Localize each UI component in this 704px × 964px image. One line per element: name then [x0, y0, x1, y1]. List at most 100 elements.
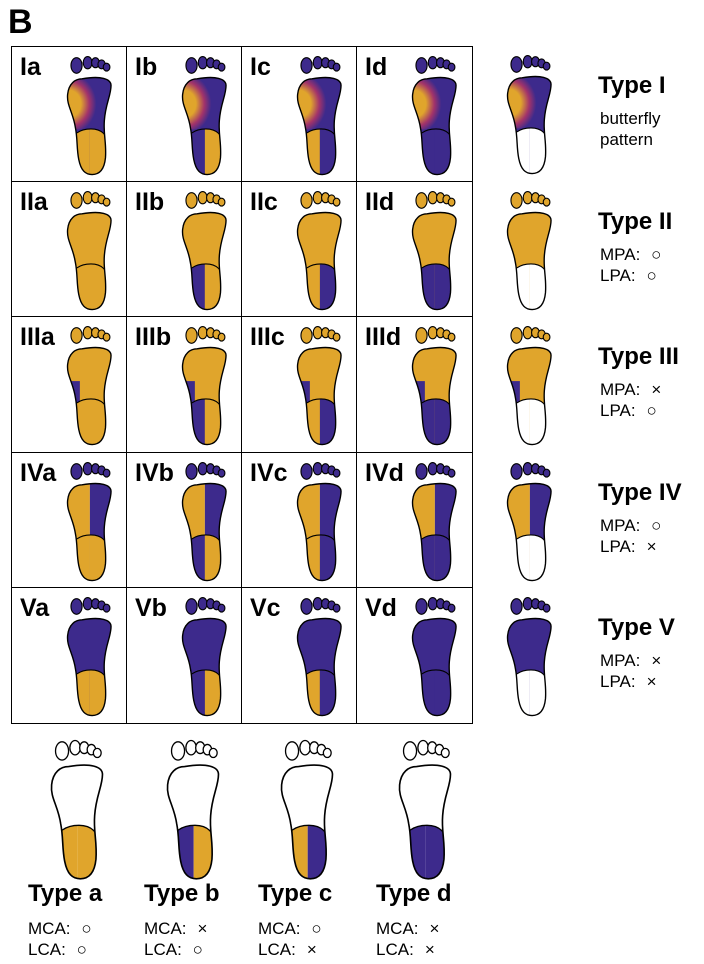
pattern-label: IVb: [135, 459, 174, 487]
pattern-cell: Va: [12, 588, 127, 723]
type-title: Type I: [598, 72, 666, 100]
pattern-cell: Vc: [242, 588, 357, 723]
heel-type-description: MCA:○LCA:×: [258, 918, 378, 960]
type-foot-diagram: [498, 186, 564, 314]
pattern-cell: IId: [357, 182, 472, 317]
pattern-cell: Ic: [242, 47, 357, 182]
type-desc-line: LPA:○: [600, 265, 666, 286]
type-description: MPA:○LPA:○: [600, 244, 666, 286]
type-description: MPA:○LPA:×: [600, 515, 666, 557]
type-foot-diagram: [498, 321, 564, 449]
pattern-cell: IVd: [357, 453, 472, 588]
pattern-label: IVd: [365, 459, 404, 487]
pattern-cell: IIa: [12, 182, 127, 317]
heel-type-description: MCA:×LCA:×: [376, 918, 496, 960]
pattern-cell: Vd: [357, 588, 472, 723]
pattern-label: IVc: [250, 459, 288, 487]
type-desc-line: MPA:○: [600, 244, 666, 265]
heel-foot-diagram: [270, 734, 348, 884]
type-desc-line: LPA:×: [600, 671, 666, 692]
mark-symbol: ○: [72, 939, 92, 960]
mark-symbol: ×: [642, 671, 662, 692]
mark-symbol: ×: [642, 536, 662, 557]
pattern-label: IIIa: [20, 323, 55, 351]
mark-symbol: ×: [420, 939, 440, 960]
pattern-cell: Vb: [127, 588, 242, 723]
mark-symbol: ○: [642, 400, 662, 421]
type-desc-line: MPA:×: [600, 379, 666, 400]
pattern-cell: IIIa: [12, 317, 127, 452]
type-desc-line: LPA:○: [600, 400, 666, 421]
type-foot-diagram: [498, 457, 564, 585]
type-title: Type II: [598, 208, 672, 236]
heel-desc-line: MCA:○: [258, 918, 378, 939]
heel-type-description: MCA:○LCA:○: [28, 918, 148, 960]
pattern-label: IIc: [250, 188, 278, 216]
pattern-cell: IIId: [357, 317, 472, 452]
heel-foot-diagram: [388, 734, 466, 884]
pattern-label: IVa: [20, 459, 56, 487]
pattern-cell: IIb: [127, 182, 242, 317]
mark-symbol: ×: [425, 918, 445, 939]
pattern-cell: IIIb: [127, 317, 242, 452]
pattern-cell: IIIc: [242, 317, 357, 452]
pattern-label: Vc: [250, 594, 281, 622]
mark-symbol: ×: [302, 939, 322, 960]
mark-symbol: ○: [188, 939, 208, 960]
panel-letter: B: [8, 2, 33, 42]
heel-desc-line: MCA:×: [144, 918, 264, 939]
heel-type-description: MCA:×LCA:○: [144, 918, 264, 960]
type-desc-line: MPA:×: [600, 650, 666, 671]
heel-type-title: Type d: [376, 880, 526, 908]
mark-symbol: ×: [646, 650, 666, 671]
heel-desc-line: MCA:×: [376, 918, 496, 939]
type-desc-line: MPA:○: [600, 515, 666, 536]
type-desc-line: LPA:×: [600, 536, 666, 557]
mark-symbol: ×: [193, 918, 213, 939]
mark-symbol: ×: [646, 379, 666, 400]
pattern-cell: Ib: [127, 47, 242, 182]
pattern-label: Va: [20, 594, 49, 622]
mark-symbol: ○: [646, 515, 666, 536]
pattern-label: IIIb: [135, 323, 171, 351]
pattern-label: Vb: [135, 594, 167, 622]
mark-symbol: ○: [77, 918, 97, 939]
type-description: MPA:×LPA:○: [600, 379, 666, 421]
heel-desc-line: LCA:×: [258, 939, 378, 960]
heel-desc-line: LCA:○: [144, 939, 264, 960]
mark-symbol: ○: [646, 244, 666, 265]
pattern-label: IIId: [365, 323, 401, 351]
type-desc-line: pattern: [600, 129, 660, 150]
heel-foot-diagram: [156, 734, 234, 884]
pattern-label: Ia: [20, 53, 41, 81]
pattern-label: Ic: [250, 53, 271, 81]
pattern-cell: IVa: [12, 453, 127, 588]
type-description: MPA:×LPA:×: [600, 650, 666, 692]
mark-symbol: ○: [642, 265, 662, 286]
pattern-cell: Ia: [12, 47, 127, 182]
pattern-label: IIb: [135, 188, 164, 216]
heel-desc-line: LCA:×: [376, 939, 496, 960]
pattern-label: Vd: [365, 594, 397, 622]
pattern-label: IId: [365, 188, 394, 216]
heel-desc-line: LCA:○: [28, 939, 148, 960]
pattern-cell: IIc: [242, 182, 357, 317]
pattern-cell: Id: [357, 47, 472, 182]
pattern-cell: IVc: [242, 453, 357, 588]
mark-symbol: ○: [307, 918, 327, 939]
type-foot-diagram: [498, 592, 564, 720]
type-title: Type V: [598, 614, 675, 642]
pattern-label: Id: [365, 53, 387, 81]
pattern-label: IIa: [20, 188, 48, 216]
type-foot-diagram: [498, 50, 564, 178]
type-title: Type III: [598, 343, 679, 371]
pattern-label: IIIc: [250, 323, 285, 351]
pattern-cell: IVb: [127, 453, 242, 588]
heel-desc-line: MCA:○: [28, 918, 148, 939]
heel-foot-diagram: [40, 734, 118, 884]
type-desc-line: butterfly: [600, 108, 660, 129]
pattern-label: Ib: [135, 53, 157, 81]
type-title: Type IV: [598, 479, 682, 507]
